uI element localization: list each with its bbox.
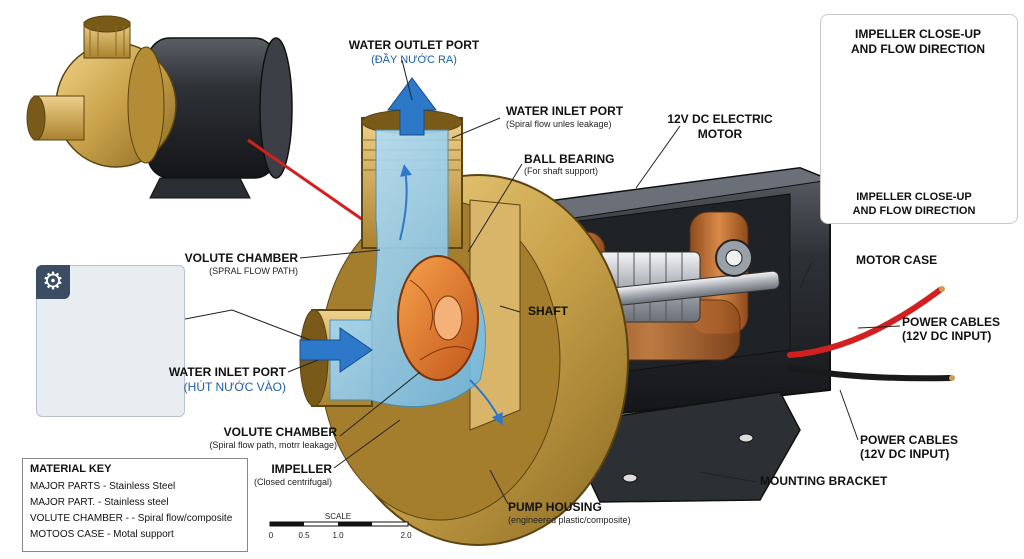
inlet-port-left-sublabel: (HÚT NƯỚC VÀO) [183, 380, 286, 394]
power-cables-label-2: POWER CABLES [860, 433, 959, 447]
pump-housing-label: PUMP HOUSING [508, 500, 602, 514]
pump-exterior-thumbnail [26, 15, 293, 199]
scale-tick: 1.0 [332, 531, 344, 540]
leader-lines [179, 59, 901, 505]
flow-arrows [299, 77, 503, 426]
thumbnail-leader-line [247, 138, 367, 224]
scale-bar [269, 521, 409, 527]
ball-bearing-sublabel: (For shaft support) [524, 166, 599, 176]
inlet-port-left-label: WATER INLET PORT [168, 365, 286, 379]
volute-chamber-bottom-sublabel: (Spiral flow path, motrr leakage) [209, 440, 337, 450]
material-key-row: VOLUTE CHAMBER - - Spiral flow/composite [30, 513, 233, 524]
outlet-port-sublabel: (ĐẦY NƯỚC RA) [371, 54, 457, 66]
inset-caption-line1: IMPELLER CLOSE-UP [856, 191, 972, 203]
outlet-port-label: WATER OUTLET PORT [348, 38, 480, 52]
scale-title: SCALE [324, 512, 352, 521]
bracket-hole [738, 433, 754, 443]
impeller-inset-panel [820, 14, 1018, 224]
ball-bearing-label: BALL BEARING [524, 152, 615, 166]
gear-icon[interactable]: ⚙ [36, 265, 70, 299]
power-cables [787, 286, 955, 382]
inset-title-line2: AND FLOW DIRECTION [851, 42, 985, 56]
shaft-label: SHAFT [528, 304, 568, 318]
scale-tick: 0.5 [298, 531, 310, 540]
motor-case-label: MOTOR CASE [856, 253, 938, 267]
volute-chamber-top-label: VOLUTE CHAMBER [184, 251, 298, 265]
motor-label-line1: 12V DC ELECTRIC [667, 112, 773, 126]
inset-caption-line2: AND FLOW DIRECTION [852, 205, 976, 217]
volute-chamber-top-sublabel: (SPRAL FLOW PATH) [209, 266, 298, 276]
impeller [397, 255, 479, 381]
bracket-hole [622, 473, 638, 483]
motor-label-line2: MOTOR [697, 127, 743, 141]
scale-tick: 2.0 [400, 531, 412, 540]
power-cables-sublabel-2: (12V DC INPUT) [860, 447, 950, 461]
material-key-panel: MATERIAL KEY MAJOR PARTS - Stainless Ste… [22, 458, 248, 552]
inlet-port-top-label: WATER INLET PORT [506, 104, 624, 118]
material-key-title: MATERIAL KEY [30, 463, 112, 475]
material-key-row: MOTOOS CASE - Motal support [30, 529, 174, 540]
inlet-port-top-sublabel: (Spiral flow unles leakage) [506, 119, 612, 129]
volute-chamber-bottom-label: VOLUTE CHAMBER [223, 425, 337, 439]
power-cables-sublabel-1: (12V DC INPUT) [902, 329, 992, 343]
inlet-arrow-icon [299, 327, 373, 373]
inset-title-line1: IMPELLER CLOSE-UP [854, 27, 982, 41]
material-key-row: MAJOR PART. - Stainless steel [30, 497, 169, 508]
material-key-row: MAJOR PARTS - Stainless Steel [30, 481, 176, 492]
impeller-sublabel: (Closed centrifugal) [253, 477, 332, 487]
outlet-arrow-icon [387, 77, 437, 136]
power-cables-label-1: POWER CABLES [902, 315, 1001, 329]
impeller-label: IMPELLER [271, 462, 332, 476]
pump-housing-sublabel: (engineered plastic/composite) [508, 515, 631, 525]
scale-tick: 0 [268, 531, 274, 540]
mounting-bracket-label: MOUNTING BRACKET [760, 474, 888, 488]
